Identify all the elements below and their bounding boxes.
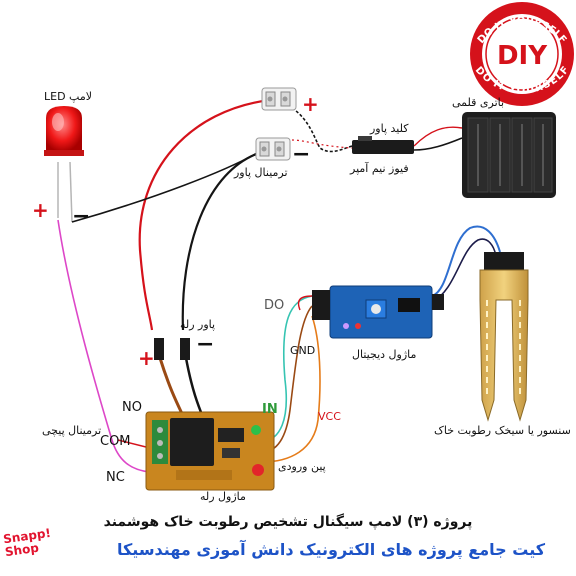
pin-com-label: COM <box>100 434 131 449</box>
battery-wire-black <box>413 137 463 151</box>
digital-module-label: ماژول دیجیتال <box>352 348 417 361</box>
fuse-label: فیوز نیم آمپر <box>350 162 409 175</box>
sensor-wire-dark <box>431 238 497 303</box>
relay-module-label: ماژول رله <box>200 490 246 503</box>
terminal-minus-sign: − <box>292 142 311 167</box>
logo-diy-text: DIY <box>497 41 548 71</box>
pin-vcc-label: VCC <box>318 410 341 423</box>
switch-label: کلید پاور <box>370 122 409 135</box>
relay-minus-sign: − <box>196 332 215 357</box>
twisted-wire-a <box>291 107 353 153</box>
relay-plus-sign: + <box>138 346 155 370</box>
relay-power-label: پاور رله <box>180 318 216 331</box>
sensor-label: سنسور یا سیخک رطوبت خاک <box>434 424 571 437</box>
relay-module <box>145 411 275 491</box>
led-plus-wire <box>57 219 151 473</box>
terminal-plus-sign: + <box>302 92 319 116</box>
kit-subtitle: کیت جامع پروژه های الکترونیک دانش آموزی … <box>116 540 546 559</box>
in-wire <box>297 295 313 311</box>
soil-sensor-probe <box>479 252 529 422</box>
red-power-wire <box>138 98 271 331</box>
pin-gnd-label: GND <box>290 344 316 357</box>
input-pin-label: پین ورودی <box>278 460 326 473</box>
vcc-wire <box>261 315 321 463</box>
battery-label: باتری قلمی <box>452 96 505 109</box>
relay-red-lead <box>158 357 187 421</box>
led-lead-minus <box>69 161 73 223</box>
digital-module <box>312 285 444 339</box>
twist-terminal-label: ترمینال پیچی <box>42 424 102 437</box>
battery-wire-red <box>413 126 463 147</box>
led-label: لامپ LED <box>44 90 93 103</box>
power-terminal-label: ترمینال پاور <box>234 166 288 179</box>
power-terminal-top <box>261 87 297 111</box>
battery-holder <box>462 112 556 198</box>
power-switch <box>352 136 414 154</box>
relay-power-connector <box>154 338 190 360</box>
sensor-wire-blue <box>431 225 501 297</box>
gnd-wire <box>261 305 313 453</box>
com-wire <box>117 439 151 449</box>
do-wire <box>261 295 313 443</box>
pin-nc-label: NC <box>106 470 125 485</box>
diy-logo: DO IT YOURSELF DO IT YOURSELF DIY <box>470 2 574 106</box>
power-terminal-bottom <box>255 137 291 161</box>
relay-black-lead <box>184 357 206 421</box>
pin-no-label: NO <box>122 400 142 415</box>
project-title: پروژه (۳) لامپ سیگنال تشخیص رطوبت خاک هو… <box>103 514 473 530</box>
led-lamp <box>44 106 84 156</box>
led-minus-wire <box>71 149 263 223</box>
led-minus-sign: − <box>72 204 91 229</box>
pin-do-label: DO <box>264 298 285 313</box>
pin-in-label: IN <box>262 402 278 417</box>
led-plus-sign: + <box>32 198 49 222</box>
